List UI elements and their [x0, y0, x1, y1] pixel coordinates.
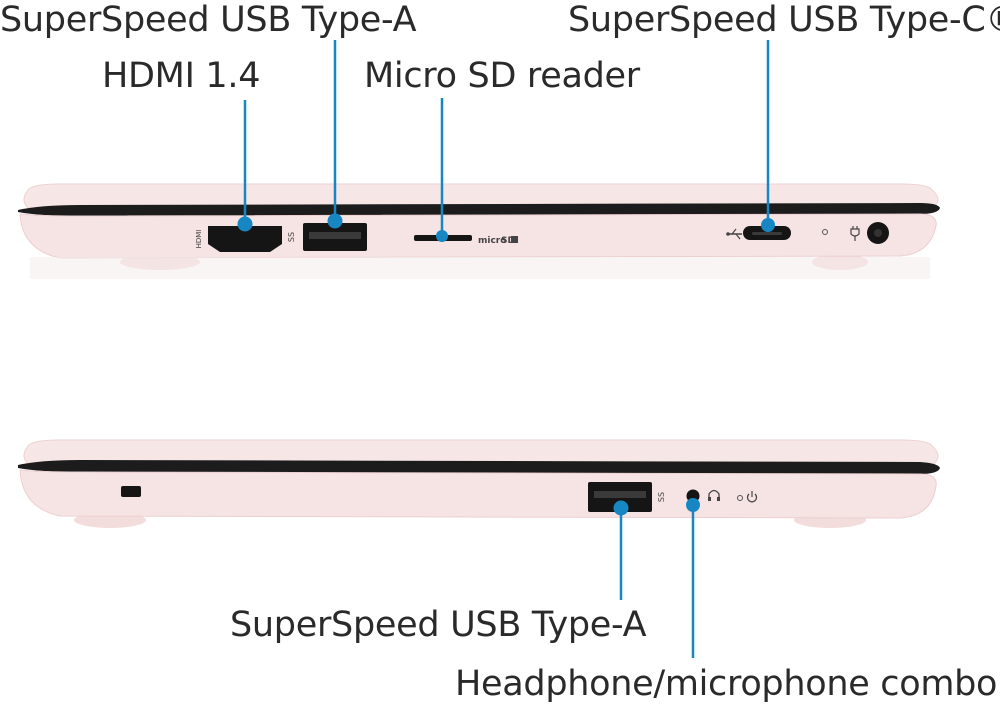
usb-a-tongue-top: [309, 232, 361, 239]
power-plug-icon: [850, 226, 860, 241]
usb-c-label: SuperSpeed USB Type-C®: [568, 0, 1000, 40]
laptop-right-side: SS: [18, 439, 940, 528]
laptop-left-side: HDMI SS micro SD: [18, 183, 940, 279]
sd-card-icon: [511, 236, 518, 243]
hdmi-marking: HDMI: [195, 230, 203, 249]
usb-symbol-icon: [726, 228, 742, 240]
base-2: [19, 469, 937, 519]
microsd-label: Micro SD reader: [364, 56, 640, 96]
micro-marking: micro: [478, 236, 506, 246]
callout-lines: [237, 40, 775, 658]
bezel-gap: [18, 203, 940, 216]
lid: [23, 183, 939, 209]
usb-ss-marking-bottom: SS: [657, 492, 666, 502]
hdmi-port: [208, 226, 282, 252]
audio-combo-label: Headphone/microphone combo: [455, 664, 998, 704]
usb-ss-marking-top: SS: [287, 232, 296, 242]
hdmi-callout-dot: [237, 216, 253, 232]
bezel-gap-2: [18, 460, 940, 474]
power-led: [737, 495, 743, 501]
usb-a-top-callout-dot: [327, 213, 343, 229]
usb-c-tongue: [752, 232, 782, 235]
lid-2: [23, 439, 939, 467]
lock-slot: [121, 486, 141, 497]
usb-a-top-label: SuperSpeed USB Type-A: [0, 0, 417, 40]
usb-a-bottom-callout-dot: [613, 500, 629, 516]
headphone-icon: [708, 489, 720, 501]
usb-c-callout-dot: [761, 218, 775, 232]
usb-a-bottom-label: SuperSpeed USB Type-A: [230, 605, 647, 645]
audio-callout-dot: [686, 498, 700, 512]
hdmi-label: HDMI 1.4: [102, 56, 261, 96]
power-icon: [746, 491, 758, 503]
microsd-callout-dot: [436, 230, 448, 242]
usb-a-tongue-bottom: [594, 491, 646, 498]
charge-led: [822, 229, 828, 235]
sd-marking: SD: [501, 236, 515, 246]
